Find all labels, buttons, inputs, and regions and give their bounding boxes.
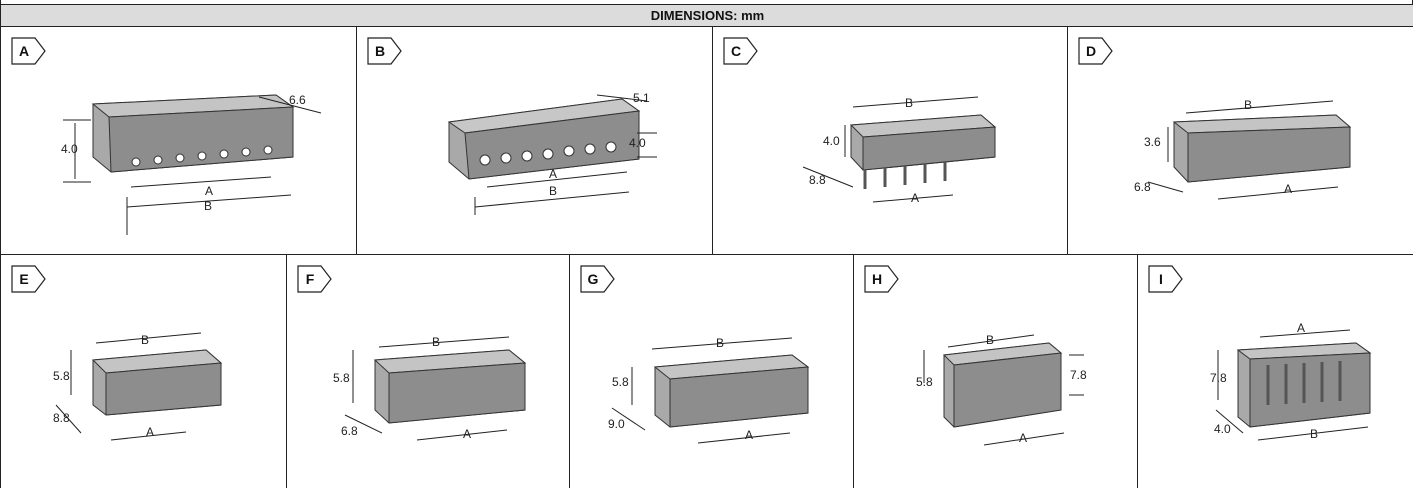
tag-arrow-icon — [864, 265, 899, 293]
panel-label-i: I — [1148, 265, 1184, 293]
connector-drawing-a: 6.6 4.0 A B — [61, 93, 322, 235]
panel-h: H B 5.8 7.8 A — [854, 255, 1138, 488]
dim-label: 8.8 — [809, 173, 826, 187]
panel-id-e: E — [19, 271, 29, 287]
connector-drawing-b: 5.1 4.0 A B — [447, 91, 657, 215]
tag-arrow-icon — [580, 265, 615, 293]
tag-arrow-icon — [11, 265, 46, 293]
dim-label: 5.8 — [53, 369, 70, 383]
panel-c: C B 4.0 8.8 A — [713, 27, 1068, 255]
dim-label: B — [905, 96, 913, 110]
panel-label-d: D — [1078, 37, 1114, 65]
panel-label-a: A — [11, 37, 47, 65]
dim-label: B — [986, 333, 994, 347]
dim-label: B — [1244, 98, 1252, 112]
dim-label: 9.0 — [608, 417, 625, 431]
connector-drawing-d: B 3.6 6.8 A — [1134, 98, 1352, 200]
connector-drawing-g: B 5.8 9.0 A — [608, 336, 810, 444]
dim-label: 4.0 — [823, 134, 840, 148]
dim-label: 4.0 — [629, 136, 646, 150]
dim-label: 6.8 — [1134, 180, 1151, 194]
dim-label: A — [549, 167, 557, 181]
dim-label: 5.8 — [612, 375, 629, 389]
panel-id-f: F — [305, 271, 315, 287]
panel-g: G B 5.8 9.0 A — [570, 255, 854, 488]
dim-label: A — [1019, 431, 1027, 445]
panel-label-b: B — [367, 37, 403, 65]
dim-label: A — [205, 184, 213, 198]
dim-label: 7.8 — [1210, 371, 1227, 385]
panel-label-h: H — [864, 265, 900, 293]
panel-label-e: E — [11, 265, 47, 293]
dim-label: B — [141, 333, 149, 347]
panel-id-d: D — [1085, 43, 1097, 59]
dim-label: 4.0 — [1214, 422, 1231, 436]
tag-arrow-icon — [723, 37, 758, 65]
tag-arrow-icon — [297, 265, 332, 293]
panel-label-g: G — [580, 265, 616, 293]
tag-arrow-icon — [1078, 37, 1113, 65]
dim-label: 8.8 — [53, 411, 70, 425]
tag-arrow-icon — [1148, 265, 1183, 293]
dim-label: A — [463, 427, 471, 441]
dim-label: B — [204, 199, 212, 213]
panel-e: E B 5.8 8.8 A — [1, 255, 287, 488]
connector-drawing-e: B 5.8 8.8 A — [53, 332, 223, 441]
panel-id-g: G — [587, 271, 599, 287]
tag-arrow-icon — [11, 37, 46, 65]
dim-label: A — [911, 191, 919, 205]
connector-drawing-c: B 4.0 8.8 A — [802, 96, 997, 205]
top-strip — [1, 0, 1413, 5]
panel-id-i: I — [1159, 271, 1163, 287]
panel-id-a: A — [18, 43, 30, 59]
panel-id-b: B — [374, 43, 386, 59]
connector-drawing-h: B 5.8 7.8 A — [916, 333, 1087, 446]
dim-label: 5.1 — [633, 91, 650, 105]
panel-label-c: C — [723, 37, 759, 65]
tag-arrow-icon — [367, 37, 402, 65]
dim-label: B — [1310, 427, 1318, 441]
dim-label: A — [1297, 321, 1305, 335]
dim-label: 3.6 — [1144, 135, 1161, 149]
panel-label-f: F — [297, 265, 333, 293]
dim-label: 7.8 — [1070, 368, 1087, 382]
dim-label: A — [1284, 182, 1292, 196]
dim-label: B — [716, 336, 724, 350]
dim-label: A — [745, 428, 753, 442]
panel-f: F B 5.8 6.8 A — [287, 255, 570, 488]
panel-i: I A 7.8 4.0 B — [1138, 255, 1413, 488]
dimensions-header: DIMENSIONS: mm — [1, 5, 1413, 27]
connector-drawing-i: A 7.8 4.0 B — [1210, 321, 1372, 441]
dim-label: 5.8 — [333, 371, 350, 385]
connector-drawing-f: B 5.8 6.8 A — [333, 335, 527, 441]
panel-b: B 5.1 4.0 A B — [357, 27, 713, 255]
panel-a: A 6.6 4.0 A B — [1, 27, 357, 255]
dim-label: 6.8 — [341, 424, 358, 438]
panel-id-h: H — [871, 271, 883, 287]
dim-label: 6.6 — [289, 93, 306, 107]
dim-label: 5.8 — [916, 375, 933, 389]
dim-label: A — [146, 425, 154, 439]
panel-id-c: C — [730, 43, 742, 59]
dim-label: B — [432, 335, 440, 349]
dim-label: 4.0 — [61, 142, 78, 156]
dim-label: B — [549, 184, 557, 198]
panel-d: D B 3.6 6.8 A — [1068, 27, 1413, 255]
